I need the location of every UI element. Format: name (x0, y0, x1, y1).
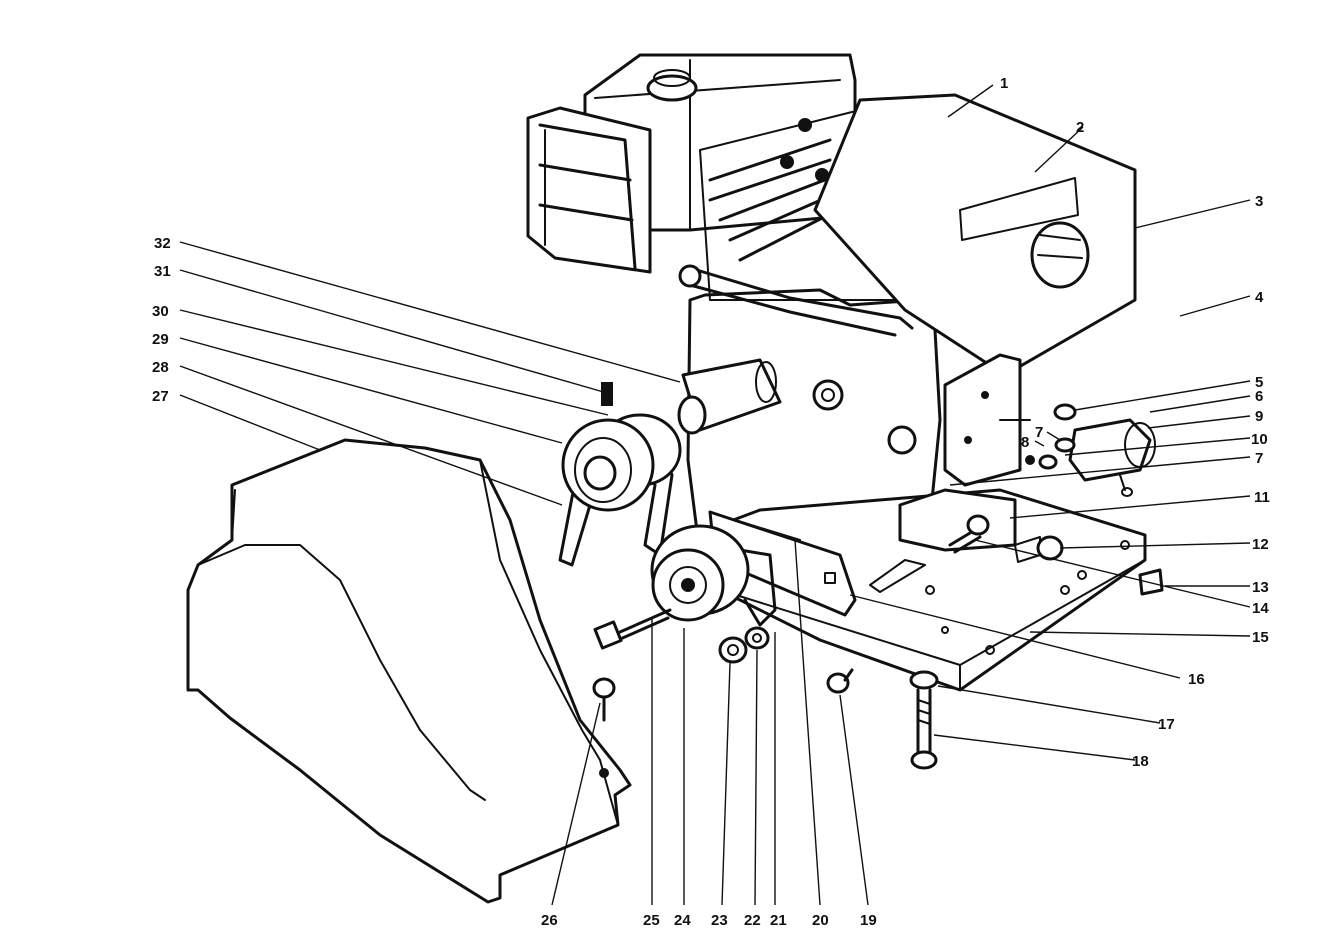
callout-9: 9 (1255, 408, 1263, 425)
callout-25: 25 (643, 912, 660, 929)
callout-28: 28 (152, 359, 169, 376)
callout-20: 20 (812, 912, 829, 929)
callout-12: 12 (1252, 536, 1269, 553)
callout-2: 2 (1076, 119, 1084, 136)
callout-22: 22 (744, 912, 761, 929)
callout-4: 4 (1255, 289, 1264, 306)
small-hardware-right (1025, 403, 1077, 470)
bolt-18 (910, 688, 938, 770)
engine-assembly (526, 53, 1137, 562)
throttle-bracket (943, 353, 1031, 487)
clip-13 (1138, 568, 1164, 596)
callout-17: 17 (1158, 716, 1175, 733)
solenoid (1068, 418, 1156, 497)
callout-30: 30 (152, 303, 169, 320)
air-cleaner (526, 106, 652, 274)
callout-15: 15 (1252, 629, 1269, 646)
callout-19: 19 (860, 912, 877, 929)
callout-13: 13 (1252, 579, 1269, 596)
nut-23 (718, 636, 748, 664)
callout-6: 6 (1255, 388, 1263, 405)
callout-23: 23 (711, 912, 728, 929)
callout-labels: 1 2 3 4 5 6 7 8 9 10 7 11 12 13 14 15 16… (152, 75, 1270, 929)
callout-7-upper: 7 (1035, 424, 1043, 441)
set-screw (601, 382, 613, 406)
callout-18: 18 (1132, 753, 1149, 770)
callout-5: 5 (1255, 374, 1263, 391)
washer-22 (744, 626, 770, 650)
blower-housing (813, 93, 1137, 377)
callout-21: 21 (770, 912, 787, 929)
leader-lines (179, 84, 1251, 906)
callout-27: 27 (152, 388, 169, 405)
exhaust-pipe (688, 266, 914, 330)
callout-24: 24 (674, 912, 691, 929)
callout-14: 14 (1252, 600, 1269, 617)
callout-26: 26 (541, 912, 558, 929)
belt-cover (186, 438, 632, 904)
idler-pulley (650, 524, 750, 622)
callout-3: 3 (1255, 193, 1263, 210)
callout-8: 8 (1021, 434, 1029, 451)
callout-16: 16 (1188, 671, 1205, 688)
callout-29: 29 (152, 331, 169, 348)
callout-31: 31 (154, 263, 171, 280)
bolt-25 (593, 608, 672, 650)
crankshaft (677, 358, 782, 435)
screw-26 (592, 677, 616, 722)
callout-10: 10 (1251, 431, 1268, 448)
screw-19 (826, 668, 854, 694)
callout-1: 1 (1000, 75, 1008, 92)
callout-7-lower: 7 (1255, 450, 1263, 467)
callout-32: 32 (154, 235, 171, 252)
callout-11: 11 (1254, 489, 1270, 506)
engine-pulley (561, 382, 682, 512)
washer-17 (909, 670, 939, 690)
fuel-cap (646, 74, 698, 102)
